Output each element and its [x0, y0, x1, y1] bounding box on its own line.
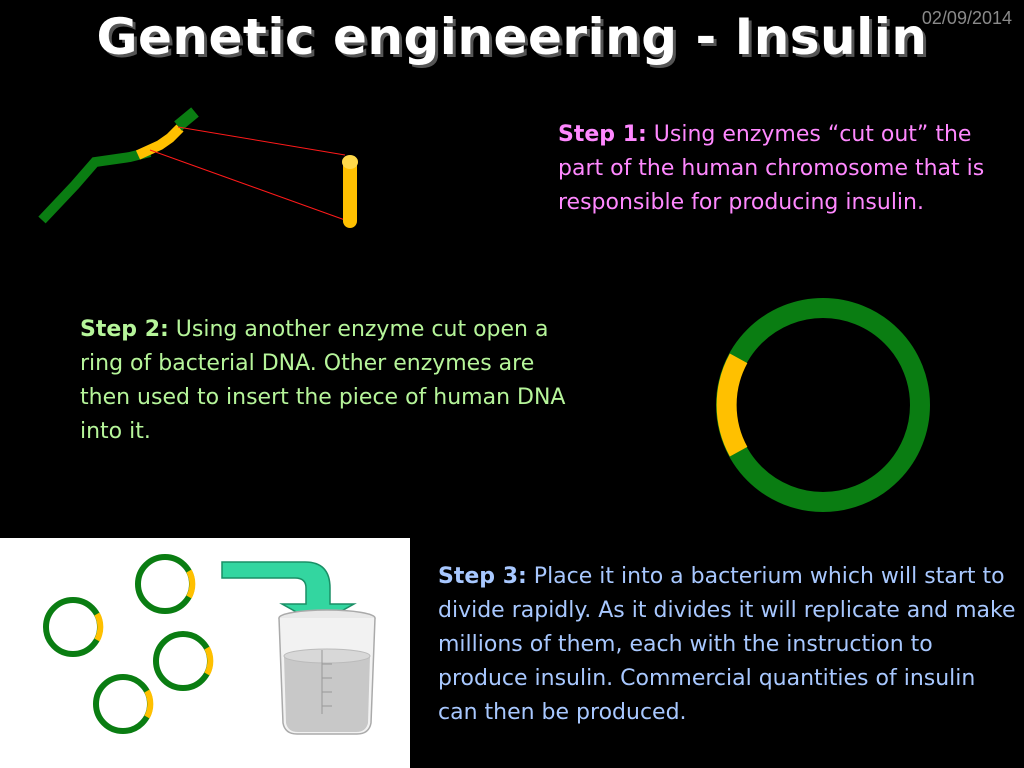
bacterium-icon: [43, 597, 104, 657]
step-3-text: Step 3: Place it into a bacterium which …: [438, 564, 1016, 725]
insulin-gene-icon: [342, 155, 358, 228]
beaker-icon: [278, 609, 376, 735]
cut-gene-segment: [135, 124, 184, 160]
bacterium-icon: [153, 631, 214, 691]
plasmid-ring-icon: [716, 298, 930, 512]
step-2-text: Step 2: Using another enzyme cut open a …: [80, 317, 566, 444]
bacterium-icon: [93, 674, 154, 734]
step-1-text: Step 1: Using enzymes “cut out” the part…: [558, 122, 985, 215]
chromosome-icon: [38, 107, 358, 228]
bacteria-illustration: [43, 554, 376, 735]
slide-title: Genetic engineering - Insulin: [96, 8, 928, 66]
slide-date: 02/09/2014: [921, 8, 1012, 28]
bacterium-icon: [135, 554, 196, 614]
